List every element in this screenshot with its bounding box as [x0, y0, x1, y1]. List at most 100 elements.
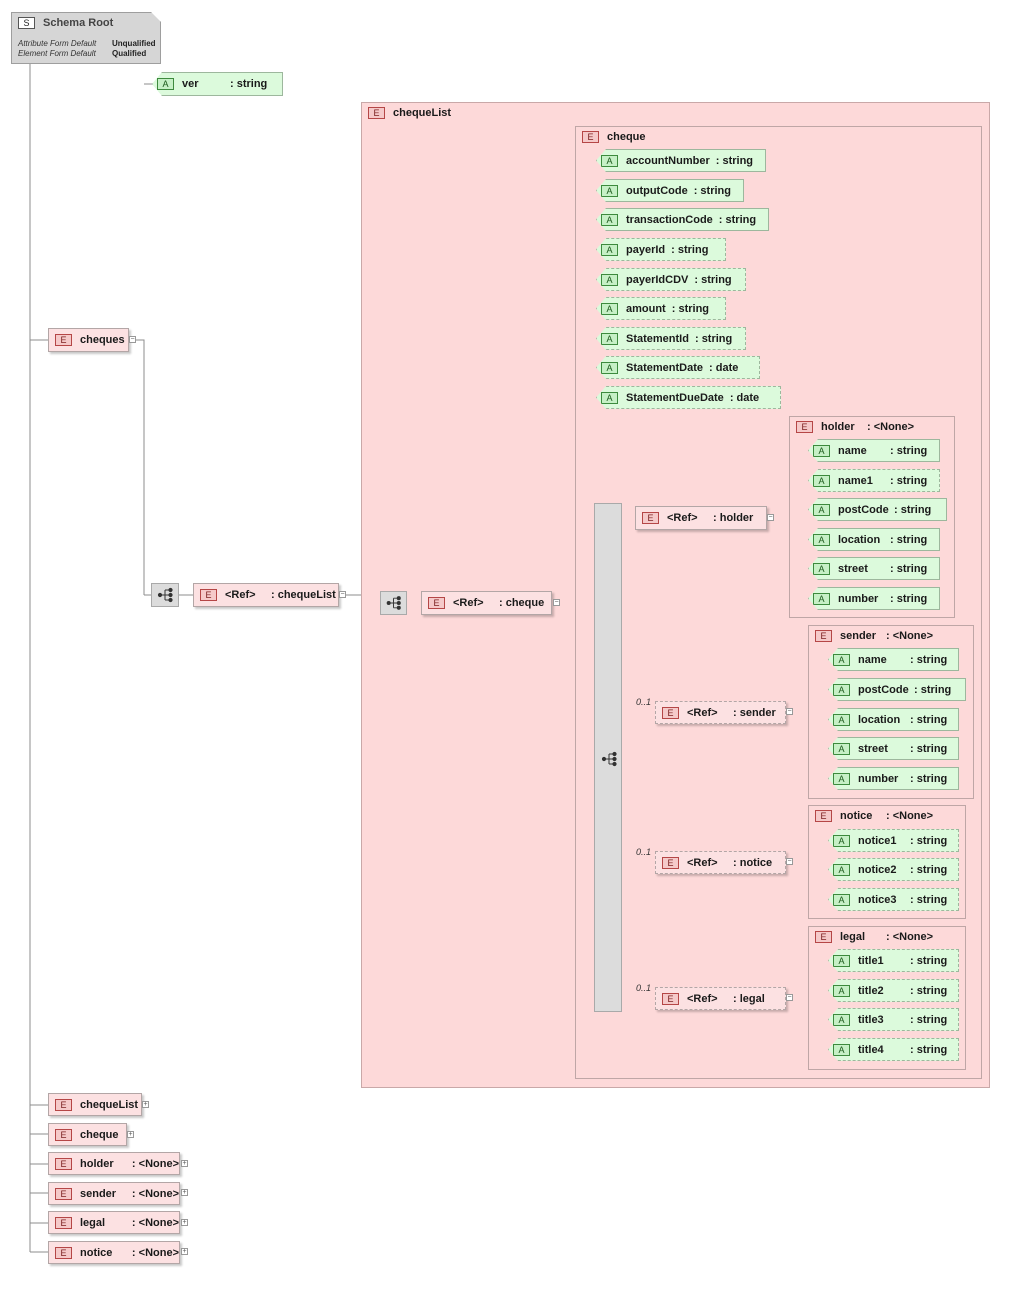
sequence-glyph-icon [601, 751, 617, 767]
collapse-toggle-icon[interactable]: − [767, 514, 774, 521]
collapse-toggle-icon[interactable]: − [786, 708, 793, 715]
element-badge-icon: E [796, 421, 813, 433]
expand-toggle-icon[interactable]: + [181, 1219, 188, 1226]
schema-root-label: Schema Root [43, 17, 114, 29]
attribute-transactioncode[interactable]: A transactionCode : string [596, 208, 769, 231]
attribute-sender-number[interactable]: A number : string [828, 767, 959, 790]
attribute-badge-icon: A [833, 1043, 850, 1056]
attribute-statementid[interactable]: A StatementId : string [596, 327, 746, 350]
element-type: : notice [733, 856, 773, 869]
element-type: : <None> [131, 1216, 179, 1229]
attribute-badge-icon: A [813, 503, 830, 516]
element-name: cheques [80, 334, 125, 346]
group-type: : <None> [886, 810, 934, 822]
attribute-name: location [838, 533, 881, 546]
global-element-sender[interactable]: E sender : <None> [48, 1182, 180, 1205]
attribute-sender-name[interactable]: A name : string [828, 648, 959, 671]
attribute-notice1[interactable]: A notice1 : string [828, 829, 959, 852]
collapse-toggle-icon[interactable]: − [553, 599, 560, 606]
attribute-type: : string [914, 683, 952, 696]
attribute-type: : string [894, 503, 932, 516]
attribute-type: : string [694, 273, 732, 286]
attribute-sender-postcode[interactable]: A postCode : string [828, 678, 966, 701]
element-cheques[interactable]: E cheques [48, 328, 129, 352]
collapse-toggle-icon[interactable]: − [786, 858, 793, 865]
attribute-name: transactionCode [626, 213, 713, 226]
attribute-holder-postcode[interactable]: A postCode : string [808, 498, 947, 521]
sequence-compositor-icon[interactable] [151, 583, 179, 607]
attribute-type: : string [910, 713, 948, 726]
sequence-compositor-bar[interactable] [594, 503, 622, 1012]
attribute-type: : string [910, 772, 948, 785]
attribute-type: : string [694, 332, 733, 345]
element-badge-icon: E [428, 597, 445, 609]
attribute-name: street [838, 562, 868, 575]
attribute-badge-icon: A [833, 653, 850, 666]
attribute-type: : string [718, 213, 757, 226]
attribute-sender-location[interactable]: A location : string [828, 708, 959, 731]
global-element-legal[interactable]: E legal : <None> [48, 1211, 180, 1234]
schema-root-title: S Schema Root [18, 17, 113, 29]
element-type: : <None> [131, 1157, 179, 1170]
collapse-toggle-icon[interactable]: − [786, 994, 793, 1001]
attribute-holder-number[interactable]: A number : string [808, 587, 940, 610]
attribute-title1[interactable]: A title1 : string [828, 949, 959, 972]
attribute-holder-location[interactable]: A location : string [808, 528, 940, 551]
element-ref-legal[interactable]: E <Ref> : legal [655, 987, 786, 1010]
attribute-badge-icon: A [833, 1013, 850, 1026]
attribute-badge-icon: A [833, 984, 850, 997]
schema-badge-icon: S [18, 17, 35, 29]
expand-toggle-icon[interactable]: + [181, 1160, 188, 1167]
element-type: : chequeList [271, 589, 336, 601]
attribute-holder-street[interactable]: A street : string [808, 557, 940, 580]
attribute-badge-icon: A [601, 332, 618, 345]
attribute-type: : string [910, 1013, 948, 1026]
attribute-name: outputCode [626, 184, 688, 197]
attribute-badge-icon: A [833, 742, 850, 755]
attribute-ver[interactable]: A ver : string [152, 72, 283, 96]
attribute-holder-name[interactable]: A name : string [808, 439, 940, 462]
attribute-sender-street[interactable]: A street : string [828, 737, 959, 760]
expand-toggle-icon[interactable]: + [181, 1248, 188, 1255]
attribute-notice3[interactable]: A notice3 : string [828, 888, 959, 911]
attribute-type: : string [715, 154, 754, 167]
attribute-payeridcdv[interactable]: A payerIdCDV : string [596, 268, 746, 291]
attribute-outputcode[interactable]: A outputCode : string [596, 179, 744, 202]
expand-toggle-icon[interactable]: + [127, 1131, 134, 1138]
group-name: cheque [607, 131, 646, 143]
attribute-title4[interactable]: A title4 : string [828, 1038, 959, 1061]
element-badge-icon: E [55, 334, 72, 346]
expand-toggle-icon[interactable]: + [142, 1101, 149, 1108]
element-ref-notice[interactable]: E <Ref> : notice [655, 851, 786, 874]
sequence-compositor-icon[interactable] [380, 591, 407, 615]
attribute-holder-name1[interactable]: A name1 : string [808, 469, 940, 492]
attribute-type: : date [729, 391, 760, 404]
collapse-toggle-icon[interactable]: − [339, 591, 346, 598]
schema-root[interactable]: S Schema Root Attribute Form Default Unq… [11, 12, 161, 64]
attribute-accountnumber[interactable]: A accountNumber : string [596, 149, 766, 172]
attribute-statementdate[interactable]: A StatementDate : date [596, 356, 760, 379]
attribute-amount[interactable]: A amount : string [596, 297, 726, 320]
element-ref-chequelist[interactable]: E <Ref> : chequeList [193, 583, 339, 607]
element-ref-sender[interactable]: E <Ref> : sender [655, 701, 786, 724]
attribute-title2[interactable]: A title2 : string [828, 979, 959, 1002]
attribute-payerid[interactable]: A payerId : string [596, 238, 726, 261]
expand-toggle-icon[interactable]: + [181, 1189, 188, 1196]
element-ref-holder[interactable]: E <Ref> : holder [635, 506, 767, 530]
element-name: cheque [80, 1128, 119, 1141]
global-element-notice[interactable]: E notice : <None> [48, 1241, 180, 1264]
element-ref-cheque[interactable]: E <Ref> : cheque [421, 591, 552, 615]
attribute-title3[interactable]: A title3 : string [828, 1008, 959, 1031]
attribute-type: : string [890, 592, 928, 605]
attribute-notice2[interactable]: A notice2 : string [828, 858, 959, 881]
cheque-definition: E cheque [575, 126, 982, 1079]
attribute-statementduedate[interactable]: A StatementDueDate : date [596, 386, 781, 409]
root-prop-value: Qualified [112, 49, 147, 58]
global-element-cheque[interactable]: E cheque [48, 1123, 127, 1146]
attribute-type: : string [910, 893, 948, 906]
collapse-toggle-icon[interactable]: − [129, 336, 136, 343]
element-badge-icon: E [662, 856, 679, 869]
global-element-holder[interactable]: E holder : <None> [48, 1152, 180, 1175]
global-element-chequelist[interactable]: E chequeList [48, 1093, 142, 1116]
attribute-type: : string [890, 444, 928, 457]
